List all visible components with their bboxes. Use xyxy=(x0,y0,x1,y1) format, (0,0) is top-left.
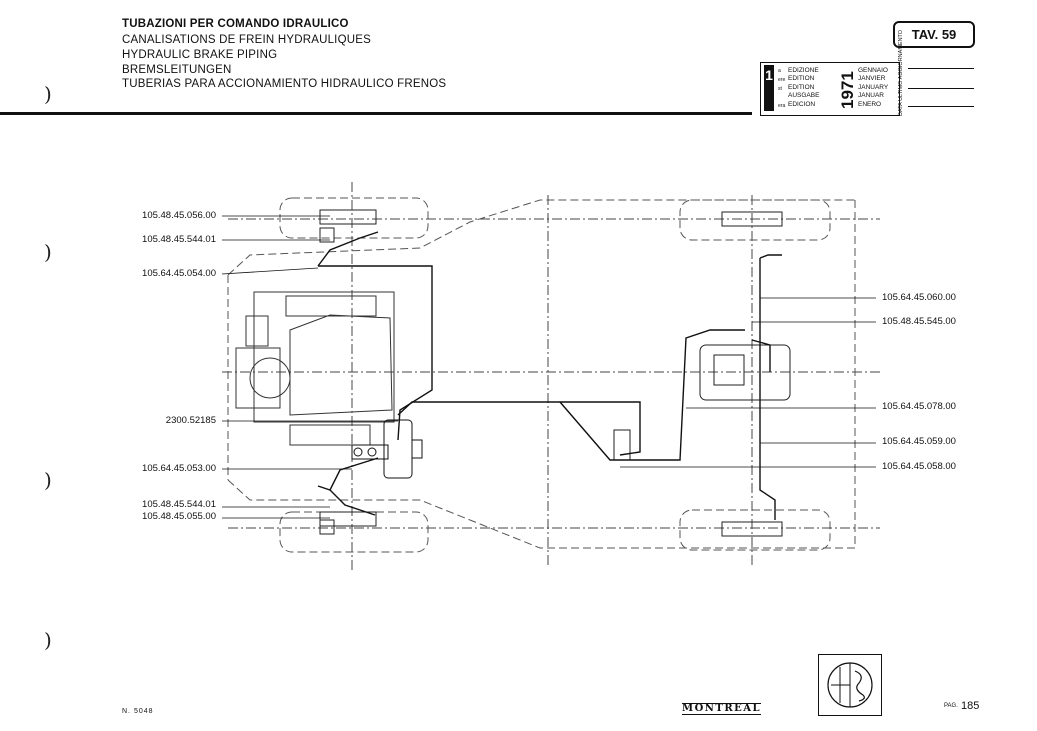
part-number-label: 105.64.45.059.00 xyxy=(882,436,956,447)
centerlines xyxy=(222,182,880,570)
part-number-label: 105.64.45.054.00 xyxy=(142,268,216,279)
edition-label: AUSGABE xyxy=(788,92,820,100)
binding-mark: ) xyxy=(44,628,52,652)
edition-months: GENNAIO JANVIER JANUARY JANUAR ENERO xyxy=(858,67,888,109)
edition-ordinal: era xyxy=(778,103,786,109)
part-number-label: 105.48.45.545.00 xyxy=(882,316,956,327)
brake-pipes xyxy=(317,231,782,520)
part-number-label: 105.48.45.056.00 xyxy=(142,210,216,221)
update-line xyxy=(908,68,974,69)
edition-label: EDITION xyxy=(788,75,815,83)
title-english: HYDRAULIC BRAKE PIPING xyxy=(122,49,278,61)
leader-lines-left xyxy=(221,215,398,519)
edition-number: 1 xyxy=(764,65,774,111)
update-line xyxy=(908,106,974,107)
edition-month: JANVIER xyxy=(858,75,886,83)
part-number-label: 105.48.45.055.00 xyxy=(142,511,216,522)
drawing-number: N. 5048 xyxy=(122,708,154,715)
title-french: CANALISATIONS DE FREIN HYDRAULIQUES xyxy=(122,34,371,46)
part-number-label: 105.64.45.058.00 xyxy=(882,461,956,472)
edition-ordinal: a xyxy=(778,68,781,74)
alfa-romeo-emblem xyxy=(818,654,882,716)
edition-month: ENERO xyxy=(858,100,882,108)
edition-month: JANUARY xyxy=(858,83,889,91)
plate-number: TAV. 59 xyxy=(893,21,975,48)
binding-mark: ) xyxy=(44,240,52,264)
title-spanish: TUBERIAS PARA ACCIONAMIENTO HIDRAULICO F… xyxy=(122,78,447,90)
rear-axle xyxy=(613,211,791,537)
part-number-label: 2300.52185 xyxy=(165,415,216,426)
body-outline xyxy=(227,197,856,553)
part-number-label: 105.64.45.060.00 xyxy=(882,292,956,303)
leader-lines-right xyxy=(620,297,876,468)
brand-logotype: MONTREAL xyxy=(682,703,762,715)
edition-ordinal: st xyxy=(778,86,782,92)
title-italian: TUBAZIONI PER COMANDO IDRAULICO xyxy=(122,18,349,30)
page-label: PAG. xyxy=(944,703,958,709)
page-number: 185 xyxy=(961,700,980,712)
update-line xyxy=(908,88,974,89)
edition-ordinal: ere xyxy=(778,77,786,83)
title-german: BREMSLEITUNGEN xyxy=(122,64,232,76)
edition-label: EDIZIONE xyxy=(788,67,819,74)
edition-month: JANUAR xyxy=(858,92,885,100)
part-number-label: 105.64.45.053.00 xyxy=(142,463,216,474)
edition-month: GENNAIO xyxy=(858,67,888,74)
part-number-label: 105.48.45.544.01 xyxy=(142,499,216,510)
brake-servo xyxy=(351,419,423,479)
engine xyxy=(235,291,395,446)
edition-box: 1 a ere st era EDIZIONE EDITION EDITION … xyxy=(760,62,900,116)
front-hubs xyxy=(319,209,377,535)
binding-mark: ) xyxy=(44,468,52,492)
binding-mark: ) xyxy=(44,82,52,106)
part-number-label: 105.48.45.544.01 xyxy=(142,234,216,245)
edition-labels: EDIZIONE EDITION EDITION AUSGABE EDICION xyxy=(788,67,819,109)
edition-label: EDITION xyxy=(788,83,815,91)
header-rule xyxy=(0,112,752,115)
edition-label: EDICION xyxy=(788,100,816,108)
part-number-label: 105.64.45.078.00 xyxy=(882,401,956,412)
